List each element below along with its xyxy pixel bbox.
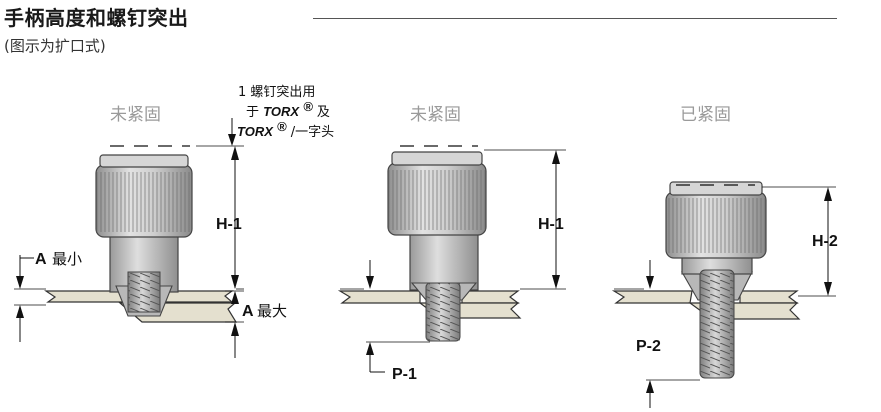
figure-2-h1-label: H-1 <box>538 216 564 233</box>
footnote-torx-2: TORX <box>237 124 274 139</box>
footnote-prefix: 于 <box>246 105 259 120</box>
footnote-torx-1: TORX <box>263 104 300 119</box>
footnote-line-1: 1 螺钉突出用 <box>238 84 315 100</box>
figure-3-status: 已紧固 <box>680 105 731 125</box>
figure-2: 未紧固 H-1 P-1 <box>337 105 566 383</box>
footnote-reg-1: ® <box>303 99 313 114</box>
figure-1-status: 未紧固 <box>110 105 161 125</box>
footnote-line-3: /一字头 <box>291 125 334 140</box>
figure-2-status: 未紧固 <box>410 105 461 125</box>
figure-3: 已紧固 H-2 P-2 <box>611 105 838 408</box>
figure-1-a-max-text: 最大 <box>257 302 287 320</box>
svg-text:于 TORX ® 及: 于 TORX ® 及 <box>246 99 330 120</box>
svg-text:TORX ® /一字头: TORX ® /一字头 <box>237 119 334 140</box>
figure-3-top-panel <box>611 290 693 304</box>
footnote-reg-2: ® <box>277 119 287 134</box>
figure-2-p1-label: P-1 <box>392 366 417 383</box>
figure-1-a-max-letter: A <box>242 303 254 320</box>
figure-2-top-panel-right <box>461 290 520 304</box>
figure-3-h2-label: H-2 <box>812 233 838 250</box>
page-subtitle: (图示为扩口式) <box>4 37 106 55</box>
figure-1-knob-cap <box>99 154 189 168</box>
figure-1: 未紧固 H-1 A 最小 <box>14 84 334 358</box>
figure-2-top-panel <box>337 290 421 304</box>
figure-1-a-min-letter: A <box>35 251 47 268</box>
page-title: 手柄高度和螺钉突出 <box>4 6 189 30</box>
footnote-suffix: 及 <box>317 105 330 120</box>
figure-2-knob-cap <box>391 151 483 166</box>
title-divider <box>313 18 837 19</box>
figure-3-knob-cap <box>669 181 763 196</box>
figure-1-a-min-text: 最小 <box>52 250 82 268</box>
figure-2-shank <box>409 231 479 291</box>
figure-3-top-panel-right <box>739 290 799 304</box>
figure-1-h1-label: H-1 <box>216 216 242 233</box>
figure-3-p2-label: P-2 <box>636 338 661 355</box>
